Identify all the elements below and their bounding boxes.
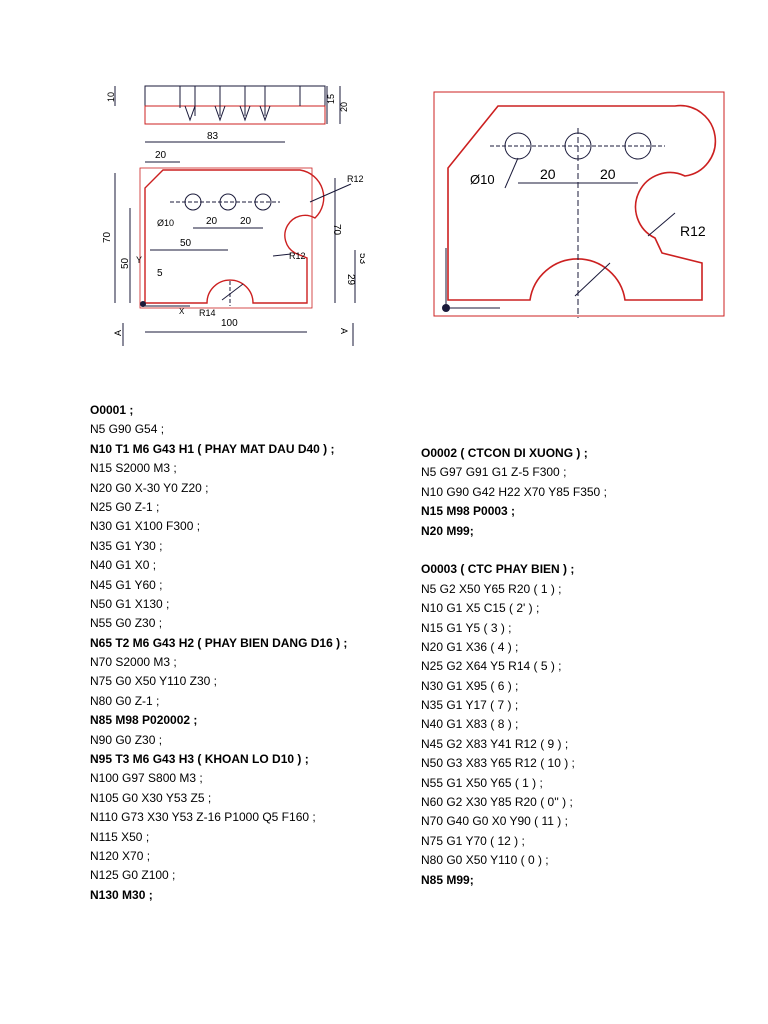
dim-right-29: 29 [345,274,356,286]
code-line: N50 G3 X83 Y65 R12 ( 10 ) ; [421,756,575,771]
dim-pitch-a-right: 20 [540,166,556,182]
side-view: 10 15 20 [106,85,349,125]
code-line: N10 G1 X5 C15 ( 2' ) ; [421,601,540,616]
program-o0002-o0003: O0002 ( CTCON DI XUONG ) ; N5 G97 G91 G1 … [421,444,751,890]
part-drawing-left-svg: 10 15 20 83 20 Ø10 20 20 50 70 50 Y 5 R [102,85,371,346]
code-line: N40 G1 X83 ( 8 ) ; [421,717,519,732]
part-outline [144,169,325,304]
code-line: N10 G90 G42 H22 X70 Y85 F350 ; [421,484,607,499]
code-line: N30 G1 X95 ( 6 ) ; [421,678,519,693]
code-line: N35 G1 Y17 ( 7 ) ; [421,698,519,713]
code-line: N20 G0 X-30 Y0 Z20 ; [90,480,209,495]
code-line: N25 G2 X64 Y5 R14 ( 5 ) ; [421,659,562,674]
code-line: O0001 ; [90,403,134,417]
axis-x: X [179,307,185,316]
dim-hole-dia: Ø10 [157,218,174,228]
dim-width-83: 83 [207,131,219,142]
code-line: N55 G1 X50 Y65 ( 1 ) ; [421,775,543,790]
dim-r-notch-right: R12 [680,223,706,239]
program-o0001: O0001 ; N5 G90 G54 ; N10 T1 M6 G43 H1 ( PH… [90,401,410,905]
dim-right-53: 53 [357,253,365,265]
program-o0002: O0002 ( CTCON DI XUONG ) ; N5 G97 G91 G1 … [421,444,751,541]
dim-y-5: 5 [157,268,163,279]
dim-height-50: 50 [120,257,131,269]
axis-y: Y [136,255,142,265]
code-line: N5 G90 G54 ; [90,422,165,437]
dim-width-100: 100 [221,318,238,329]
code-line: N15 G1 Y5 ( 3 ) ; [421,620,512,635]
code-line: N45 G2 X83 Y41 R12 ( 9 ) ; [421,736,569,751]
code-line: N115 X50 ; [90,829,150,844]
code-line: N60 G2 X30 Y85 R20 ( 0'' ) ; [421,795,573,810]
code-line: N50 G1 X130 ; [90,596,170,611]
part-drawing-right: 20 20 Ø10 R12 [430,88,730,320]
code-line: N15 M98 P0003 ; [421,504,516,519]
section-a-right: A [339,328,349,334]
code-line: N120 X70 ; [90,848,151,863]
code-line: N100 G97 S800 M3 ; [90,771,203,786]
dim-r-bottom: R14 [199,308,216,318]
code-line: N125 G0 Z100 ; [90,868,176,883]
dim-pitch-a: 20 [206,216,218,227]
dim-r-notch: R12 [289,251,306,261]
dim-right-70: 70 [331,224,342,236]
dim-top-right-2: 20 [339,102,349,112]
dim-pitch-b: 20 [240,216,252,227]
part-drawing-left: 10 15 20 83 20 Ø10 20 20 50 70 50 Y 5 R [95,78,371,350]
code-line: N95 T3 M6 G43 H3 ( KHOAN LO D10 ) ; [90,752,309,767]
part-outline-right [447,104,717,301]
dim-offset-20: 20 [155,150,167,161]
code-line: N45 G1 Y60 ; [90,577,163,592]
dim-r-corner: R12 [347,174,364,184]
section-a-left: A [113,330,123,336]
code-line: N90 G0 Z30 ; [90,732,163,747]
code-line: N110 G73 X30 Y53 Z-16 P1000 Q5 F160 ; [90,810,316,825]
code-line: N20 M99; [421,523,474,538]
code-line: O0003 ( CTC PHAY BIEN ) ; [421,562,575,577]
code-line: N105 G0 X30 Y53 Z5 ; [90,790,212,805]
code-line: N40 G1 X0 ; [90,558,157,573]
code-line: N85 M98 P020002 ; [90,713,198,728]
code-line: N25 G0 Z-1 ; [90,499,160,514]
code-line: N35 G1 Y30 ; [90,538,163,553]
code-line: N5 G2 X50 Y65 R20 ( 1 ) ; [421,581,562,596]
part-drawing-right-svg: 20 20 Ø10 R12 [433,91,725,318]
code-line: N75 G0 X50 Y110 Z30 ; [90,674,217,689]
code-line: N30 G1 X100 F300 ; [90,519,201,534]
code-line: N80 G0 X50 Y110 ( 0 ) ; [421,853,549,868]
code-line: N80 G0 Z-1 ; [90,693,160,708]
code-line: O0002 ( CTCON DI XUONG ) ; [421,446,588,460]
dim-height-70: 70 [102,231,113,243]
dim-pitch-b-right: 20 [600,166,616,182]
code-line: N55 G0 Z30 ; [90,616,163,631]
code-line: N75 G1 Y70 ( 12 ) ; [421,833,525,848]
code-line: N85 M99; [421,872,474,887]
code-line: N130 M30 ; [90,887,153,902]
code-line: N5 G97 G91 G1 Z-5 F300 ; [421,465,567,480]
dim-top-right-1: 15 [326,94,336,104]
code-line: N65 T2 M6 G43 H2 ( PHAY BIEN DANG D16 ) … [90,635,348,650]
code-line: N10 T1 M6 G43 H1 ( PHAY MAT DAU D40 ) ; [90,441,335,456]
hole-1 [184,193,202,211]
dim-top-height: 10 [106,92,116,102]
code-line: N15 S2000 M3 ; [90,461,177,476]
dim-dist-50: 50 [180,238,192,249]
code-line: N70 G40 G0 X0 Y90 ( 11 ) ; [421,814,568,829]
program-o0003: O0003 ( CTC PHAY BIEN ) ; N5 G2 X50 Y65 R… [421,560,751,890]
program-gap [421,541,751,560]
code-line: N20 G1 X36 ( 4 ) ; [421,639,519,654]
dim-hole-dia-right: Ø10 [470,172,495,187]
code-line: N70 S2000 M3 ; [90,655,177,670]
